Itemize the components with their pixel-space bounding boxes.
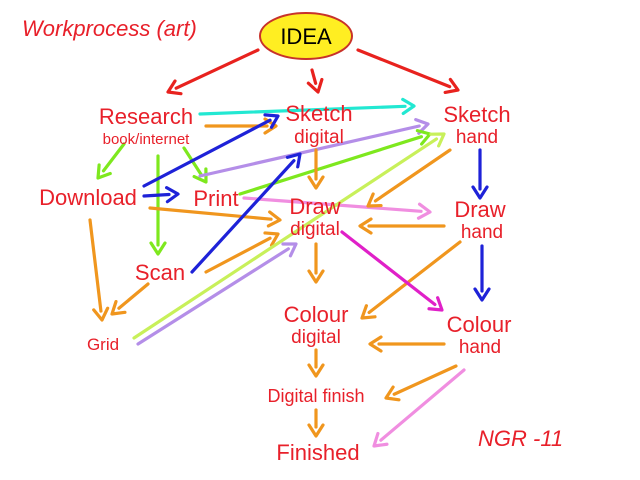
arrow-red xyxy=(356,48,460,95)
arrow-blue xyxy=(473,244,491,302)
arrow-orange xyxy=(307,242,325,284)
arrow-orange xyxy=(307,408,325,438)
colour-hand-node-sublabel: hand xyxy=(459,337,501,358)
colour-digital-node-label: Colour xyxy=(284,302,349,327)
colour-digital-node-sublabel: digital xyxy=(291,327,341,348)
arrow-blue xyxy=(471,148,489,200)
arrow-red xyxy=(306,68,324,94)
arrow-orange xyxy=(360,240,462,320)
draw-hand-node-sublabel: hand xyxy=(461,222,503,243)
arrow-magenta xyxy=(340,230,444,312)
arrow-orange xyxy=(384,364,458,402)
idea-node-ellipse xyxy=(259,12,353,60)
diagram-title: Workprocess (art) xyxy=(22,16,197,41)
sketch-hand-node-label: Sketch xyxy=(443,102,510,127)
idea-node-label: IDEA xyxy=(280,24,332,49)
arrow-orange xyxy=(110,282,150,316)
sketch-digital-node-label: Sketch xyxy=(285,101,352,126)
arrow-purple xyxy=(136,242,298,346)
arrow-blue xyxy=(142,186,180,204)
arrow-lime xyxy=(132,132,446,340)
arrows-layer xyxy=(88,48,491,448)
signature-label: NGR -11 xyxy=(478,426,563,451)
draw-hand-node-label: Draw xyxy=(454,197,505,222)
arrow-orange xyxy=(148,206,282,228)
research-node-label: Research xyxy=(99,104,193,129)
arrow-orange xyxy=(307,348,325,378)
arrow-red xyxy=(166,48,260,96)
sketch-digital-node-sublabel: digital xyxy=(294,127,344,148)
arrow-green xyxy=(149,154,167,256)
arrow-orange xyxy=(307,148,325,190)
draw-digital-node-sublabel: digital xyxy=(290,219,340,240)
arrow-orange xyxy=(358,217,446,235)
finished-node-label: Finished xyxy=(276,440,359,465)
arrow-orange xyxy=(368,335,446,353)
sketch-hand-node-sublabel: hand xyxy=(456,127,498,148)
arrow-pink xyxy=(372,368,466,448)
digital-finish-node-label: Digital finish xyxy=(267,386,364,406)
arrow-orange xyxy=(366,148,452,208)
arrow-blue xyxy=(142,113,280,188)
arrow-green xyxy=(96,142,126,180)
draw-digital-node-label: Draw xyxy=(289,194,340,219)
colour-hand-node-label: Colour xyxy=(447,312,512,337)
print-node-label: Print xyxy=(193,186,238,211)
arrow-blue xyxy=(190,152,302,274)
arrow-orange xyxy=(88,218,110,322)
research-node-sublabel: book/internet xyxy=(103,131,191,148)
arrow-orange xyxy=(204,231,280,274)
arrow-pink xyxy=(242,196,432,220)
scan-node-label: Scan xyxy=(135,260,185,285)
arrow-cyan xyxy=(198,97,416,116)
download-node-label: Download xyxy=(39,185,137,210)
grid-node-label: Grid xyxy=(87,335,119,354)
